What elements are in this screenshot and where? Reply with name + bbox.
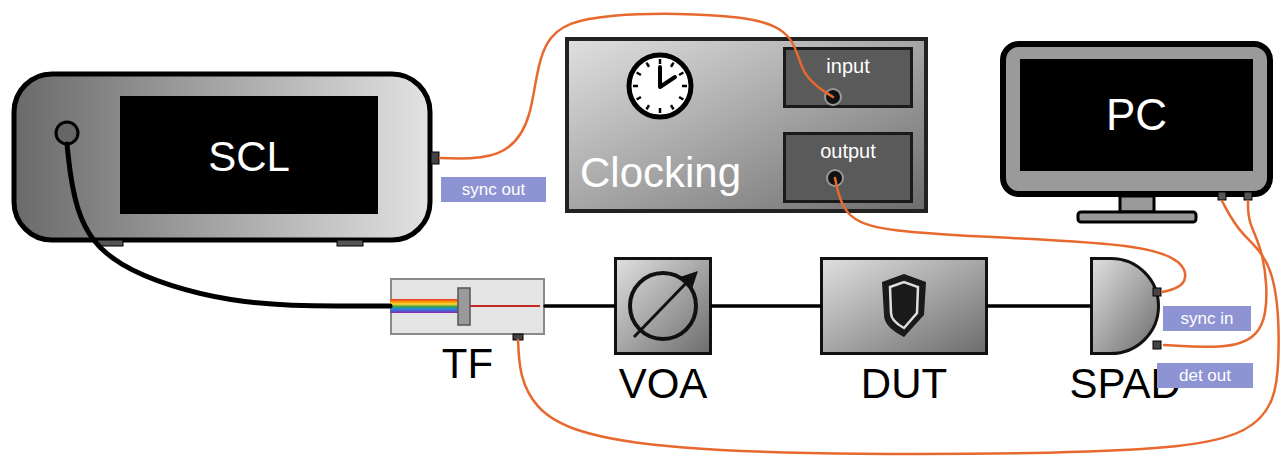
signal-name: det out — [1157, 363, 1253, 388]
optical-fiber — [988, 304, 1090, 308]
shape-part — [634, 279, 690, 337]
shape-part — [1020, 59, 1253, 171]
laser-source: SCL — [12, 72, 432, 242]
shape-part — [637, 97, 641, 100]
shape-part — [827, 170, 843, 186]
signal-cable — [518, 201, 1279, 454]
shape-part — [671, 63, 674, 67]
optical-fiber — [712, 304, 820, 308]
shape-part — [390, 299, 458, 313]
node-outline — [390, 278, 545, 335]
signal-name: sync in — [1163, 306, 1251, 331]
shape-part — [637, 73, 641, 76]
shape-part — [1244, 192, 1252, 200]
shape-part — [431, 152, 439, 164]
signal-cable — [440, 14, 833, 159]
shape-part — [822, 259, 987, 354]
shape-part — [671, 105, 674, 109]
shape-part — [97, 240, 123, 246]
shape-part — [1003, 44, 1270, 194]
shape-part — [1153, 341, 1161, 349]
shape-part — [659, 108, 662, 113]
shape-part — [1218, 192, 1226, 200]
signal-name: sync out — [441, 177, 546, 202]
shape-part — [629, 55, 691, 117]
node-label: TF — [390, 341, 545, 387]
node-label: VOA — [614, 361, 712, 407]
node-label: PC — [1020, 59, 1253, 171]
shape-part — [1092, 259, 1159, 354]
tunable-filter: TF — [390, 278, 545, 335]
shape-part — [470, 305, 540, 307]
shape-part — [679, 73, 683, 76]
optical-fiber — [67, 144, 390, 306]
attenuator: VOA — [614, 257, 712, 355]
shape-part — [882, 274, 926, 337]
node-outline — [820, 257, 988, 355]
shape-part — [513, 334, 523, 340]
shape-part — [682, 85, 687, 88]
optical-fiber — [545, 304, 614, 308]
node-label: output — [783, 136, 913, 166]
shape-part — [1120, 196, 1154, 212]
node-label: input — [783, 51, 913, 81]
shape-part — [14, 74, 430, 240]
spad-detector: SPAD — [1090, 257, 1160, 355]
node-outline — [614, 257, 712, 355]
computer: PC — [1000, 41, 1273, 223]
clocking-unit: Clocking input output — [565, 37, 928, 213]
signal-cable — [835, 178, 1185, 292]
input-port: input — [783, 47, 913, 108]
node-label: Clocking — [580, 145, 785, 201]
output-port: output — [783, 132, 913, 203]
shape-part — [680, 271, 698, 289]
shape-part — [567, 39, 926, 211]
shape-part — [679, 97, 683, 100]
node-label: DUT — [820, 361, 988, 407]
shape-part — [659, 59, 662, 64]
shape-part — [616, 259, 711, 354]
shape-part — [633, 85, 638, 88]
shape-part — [391, 279, 544, 334]
shape-part — [660, 67, 675, 87]
shape-part — [647, 63, 650, 67]
shape-part — [1153, 288, 1161, 296]
signal-cable — [1164, 201, 1266, 347]
shape-part — [337, 240, 363, 246]
node-label: SCL — [120, 98, 378, 216]
shape-part — [1078, 212, 1196, 222]
shape-part — [825, 89, 841, 105]
node-outline — [1090, 257, 1160, 355]
shape-part — [56, 122, 78, 144]
device-under-test: DUT — [820, 257, 988, 355]
shape-part — [458, 288, 470, 325]
shape-part — [890, 282, 918, 328]
shape-part — [647, 105, 650, 109]
